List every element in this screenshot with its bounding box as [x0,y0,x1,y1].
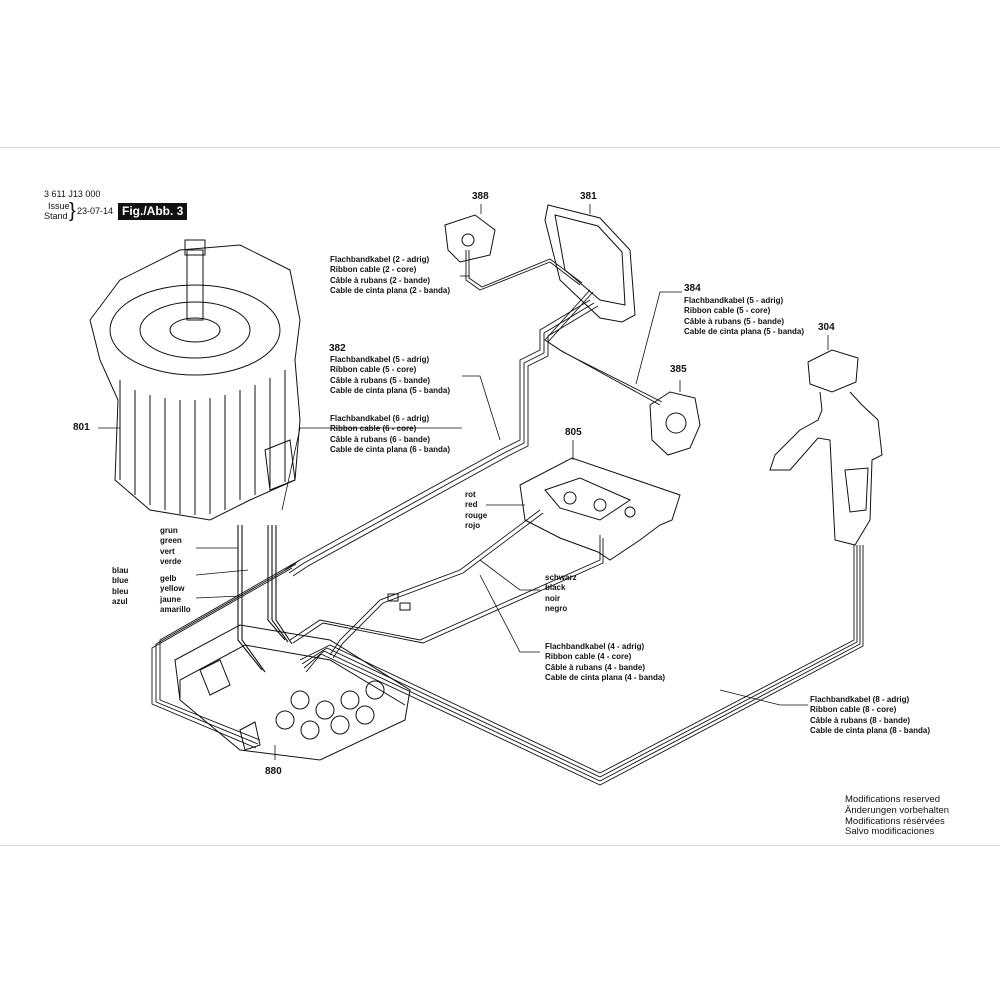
frame-bottom-line [0,845,1000,846]
label-line: Cable de cinta plana (8 - banda) [810,726,931,736]
label-ribbon-cable-6: Flachbandkabel (6 - adrig) Ribbon cable … [330,414,450,456]
leader-lines [98,204,829,760]
label-wire-yellow: gelb yellow jaune amarillo [160,574,191,616]
ribbon-cable-4 [289,509,604,659]
note-line: Salvo modificaciones [845,826,935,838]
note-line: Modifications résérvées [845,815,945,827]
label-line: Ribbon cable (8 - core) [810,705,897,715]
label-line: Câble à rubans (2 - bande) [330,275,431,285]
label-line: red [465,500,478,510]
label-ribbon-cable-4: Flachbandkabel (4 - adrig) Ribbon cable … [545,642,665,684]
module-388 [444,214,496,263]
label-line: noir [545,593,561,603]
label-line: rot [465,490,476,499]
label-line: Cable de cinta plana (6 - banda) [330,445,451,455]
label-line: jaune [160,594,181,604]
ribbon-cable-382 [284,299,599,577]
label-line: Ribbon cable (4 - core) [545,652,632,662]
label-wire-red: rot red rouge rojo [465,490,487,532]
note-line: Modifications reserved [845,794,941,805]
label-line: bleu [112,586,129,596]
stand-label: Stand [44,211,68,221]
part-number-801: 801 [73,422,90,433]
label-line: Ribbon cable (5 - core) [330,365,417,375]
label-line: grun [160,526,178,535]
label-line: Câble à rubans (8 - bande) [810,715,911,725]
label-ribbon-cable-2: Flachbandkabel (2 - adrig) Ribbon cable … [330,255,450,297]
label-line: yellow [160,584,185,594]
label-line: blue [112,576,129,586]
part-number-382: 382 [329,343,346,354]
label-line: Cable de cinta plana (5 - banda) [330,386,451,396]
label-wire-blue: blau blue bleu azul [112,566,128,608]
label-line: Câble à rubans (4 - bande) [545,662,646,672]
part-number-805: 805 [565,427,582,438]
label-line: Flachbandkabel (5 - adrig) [684,296,784,305]
issue-label: Issue [48,201,70,211]
label-line: Flachbandkabel (8 - adrig) [810,695,910,704]
label-line: Cable de cinta plana (2 - banda) [330,286,451,296]
label-ribbon-cable-8: Flachbandkabel (8 - adrig) Ribbon cable … [810,695,930,737]
part-number-880: 880 [265,766,282,777]
display-381 [544,204,636,323]
label-line: Flachbandkabel (2 - adrig) [330,255,430,264]
label-line: Cable de cinta plana (5 - banda) [684,327,805,337]
label-ribbon-cable-5-384: Flachbandkabel (5 - adrig) Ribbon cable … [684,296,804,338]
label-line: Câble à rubans (5 - bande) [330,375,431,385]
modifications-note: Modifications reserved Änderungen vorbeh… [845,794,950,838]
motor-801 [89,239,301,521]
label-line: vert [160,546,175,556]
label-line: rouge [465,510,488,520]
part-number-381: 381 [580,191,597,202]
label-line: Ribbon cable (5 - core) [684,306,771,316]
label-line: Flachbandkabel (6 - adrig) [330,414,430,423]
label-line: blau [112,566,129,575]
label-wire-green: grun green vert verde [160,526,182,568]
label-wire-black: schwarz black noir negro [545,573,577,615]
part-number-384: 384 [684,283,701,294]
label-line: Ribbon cable (6 - core) [330,424,417,434]
board-805 [519,457,681,561]
label-line: Ribbon cable (2 - core) [330,265,417,275]
label-line: schwarz [545,573,577,582]
figure-badge: Fig./Abb. 3 [118,203,188,220]
issue-date: 23-07-14 [77,206,114,216]
part-number-304: 304 [818,322,835,333]
connectors [387,593,411,611]
label-line: verde [160,557,182,567]
label-line: black [545,583,566,593]
label-line: amarillo [160,605,191,615]
bracket-glyph: } [69,200,76,222]
ribbon-cable-384 [544,289,663,406]
part-number-388: 388 [472,191,489,202]
label-ribbon-cable-5-382: Flachbandkabel (5 - adrig) Ribbon cable … [330,355,450,397]
label-line: azul [112,597,128,607]
ribbon-cable-8 [299,545,864,786]
part-number-385: 385 [670,364,687,375]
sensor-385 [649,391,701,456]
label-line: Flachbandkabel (5 - adrig) [330,355,430,364]
label-line: Câble à rubans (6 - bande) [330,434,431,444]
label-line: Cable de cinta plana (4 - banda) [545,673,666,683]
note-line: Änderungen vorbehalten [845,804,950,816]
frame-top-line [0,147,1000,148]
label-line: Câble à rubans (5 - bande) [684,316,785,326]
controller-880 [174,624,411,761]
label-line: green [160,536,182,546]
ribbon-cable-2 [465,250,583,291]
handle-304 [769,349,883,546]
label-line: gelb [160,574,177,583]
label-line: negro [545,604,568,614]
doc-number: 3 611 J13 000 [44,189,101,199]
label-line: Flachbandkabel (4 - adrig) [545,642,645,651]
motor-wires [237,525,293,673]
label-line: rojo [465,521,481,531]
